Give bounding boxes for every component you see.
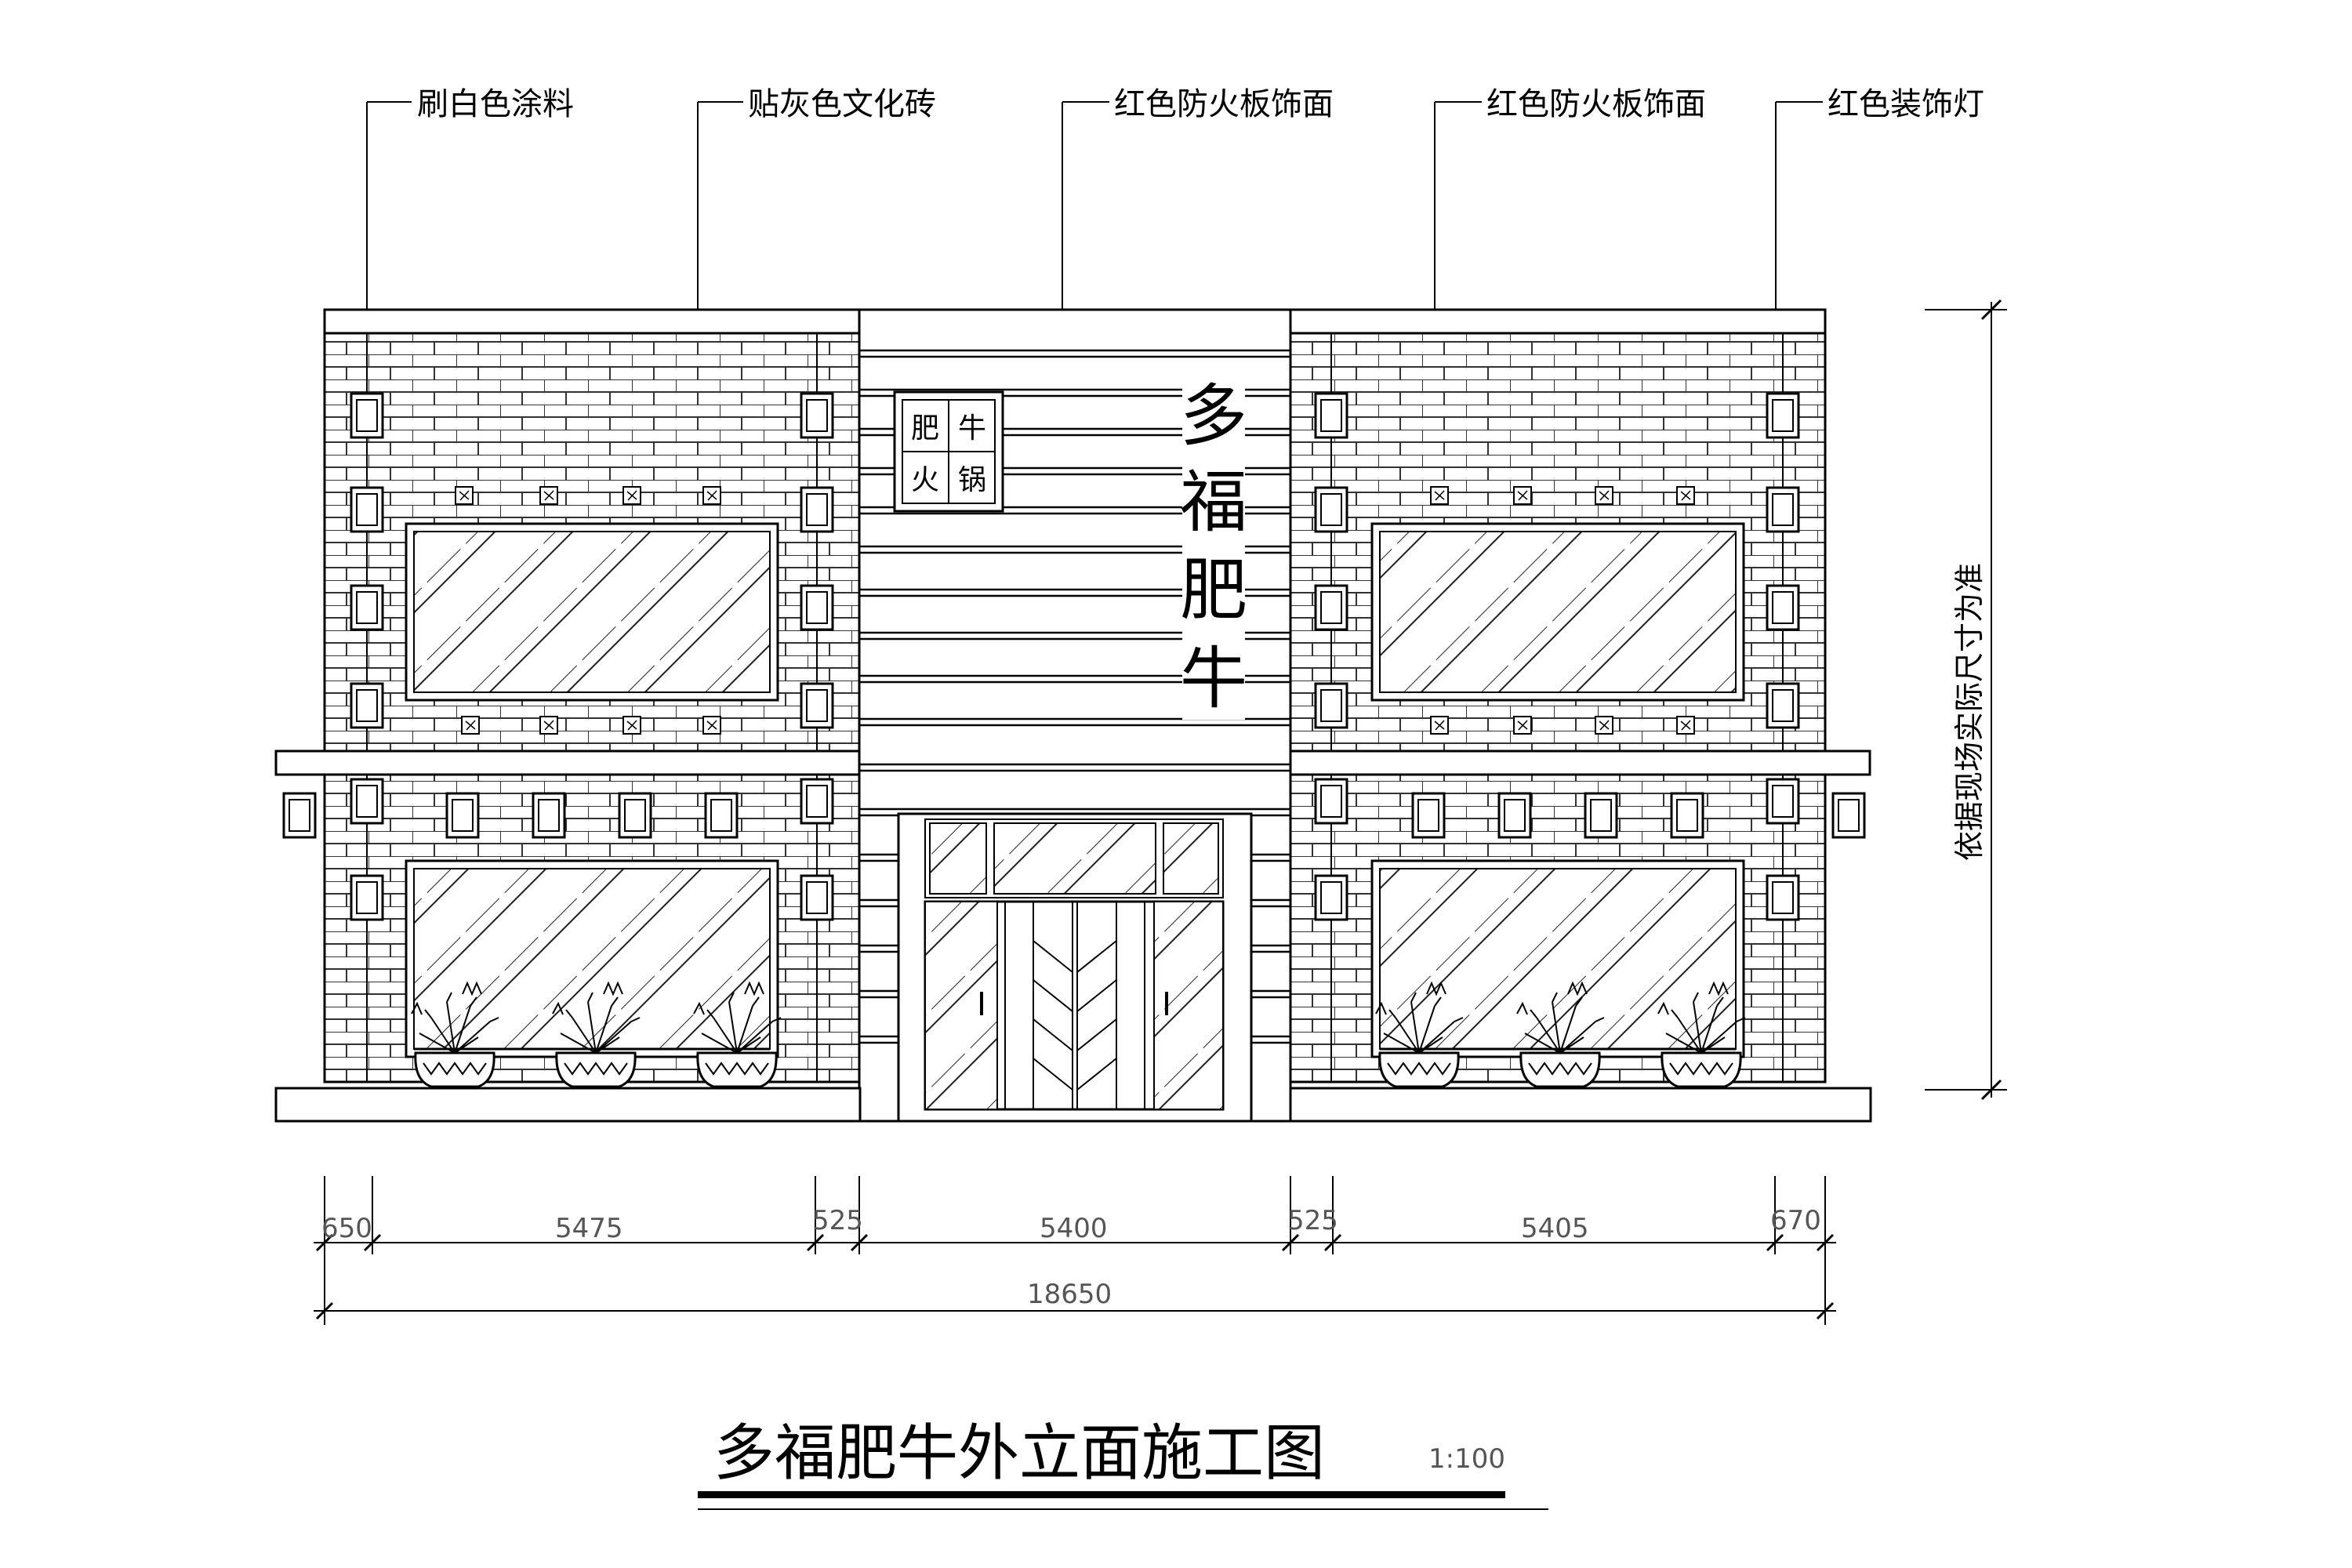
callout-grey-brick: 贴灰色文化砖: [748, 86, 936, 122]
upper-window-left: [405, 522, 779, 702]
entrance-door: [897, 812, 1253, 1123]
canopy-band: [274, 750, 1871, 776]
dim-670: 670: [1770, 1205, 1821, 1236]
height-dimension: 依据现场实际尺寸为准: [1925, 299, 2007, 1101]
dimension-chain: 650 5475 525 5400 525 5405 670 18650: [314, 1176, 1836, 1325]
vertical-char-4: 牛: [1180, 640, 1247, 718]
dim-5405: 5405: [1521, 1213, 1589, 1244]
callout-red-lamp: 红色装饰灯: [1828, 86, 1984, 122]
vertical-char-1: 多: [1180, 377, 1247, 456]
callout-red-panel-right: 红色防火板饰面: [1486, 86, 1706, 122]
callout-labels: 刷白色涂料 贴灰色文化砖 红色防火板饰面 红色防火板饰面 红色装饰灯: [417, 86, 1984, 122]
drawing-scale: 1:100: [1428, 1443, 1505, 1475]
dim-5475: 5475: [555, 1213, 623, 1244]
height-note: 依据现场实际尺寸为准: [1952, 563, 1987, 861]
ground-plinth: [274, 1087, 1872, 1123]
callout-white-paint: 刷白色涂料: [417, 86, 574, 122]
callout-red-panel-center: 红色防火板饰面: [1114, 86, 1334, 122]
drawing-title: 多福肥牛外立面施工图: [713, 1418, 1325, 1489]
sign-char-1: 肥: [911, 412, 939, 445]
dim-total: 18650: [1027, 1279, 1112, 1310]
dim-5400: 5400: [1040, 1213, 1108, 1244]
sign-char-3: 火: [911, 464, 939, 496]
title-block: 多福肥牛外立面施工图 1:100: [698, 1418, 1548, 1510]
dim-525-right: 525: [1287, 1205, 1338, 1236]
vertical-sign: 多 福 肥 牛: [1180, 375, 1247, 720]
dim-525-left: 525: [812, 1205, 863, 1236]
dim-650: 650: [321, 1213, 372, 1244]
vertical-char-2: 福: [1180, 463, 1247, 542]
sign-char-2: 牛: [958, 412, 986, 445]
small-sign-box: 肥 牛 火 锅: [893, 390, 1004, 513]
vertical-char-3: 肥: [1180, 551, 1247, 630]
upper-window-right: [1370, 522, 1745, 702]
sign-char-4: 锅: [958, 464, 986, 496]
